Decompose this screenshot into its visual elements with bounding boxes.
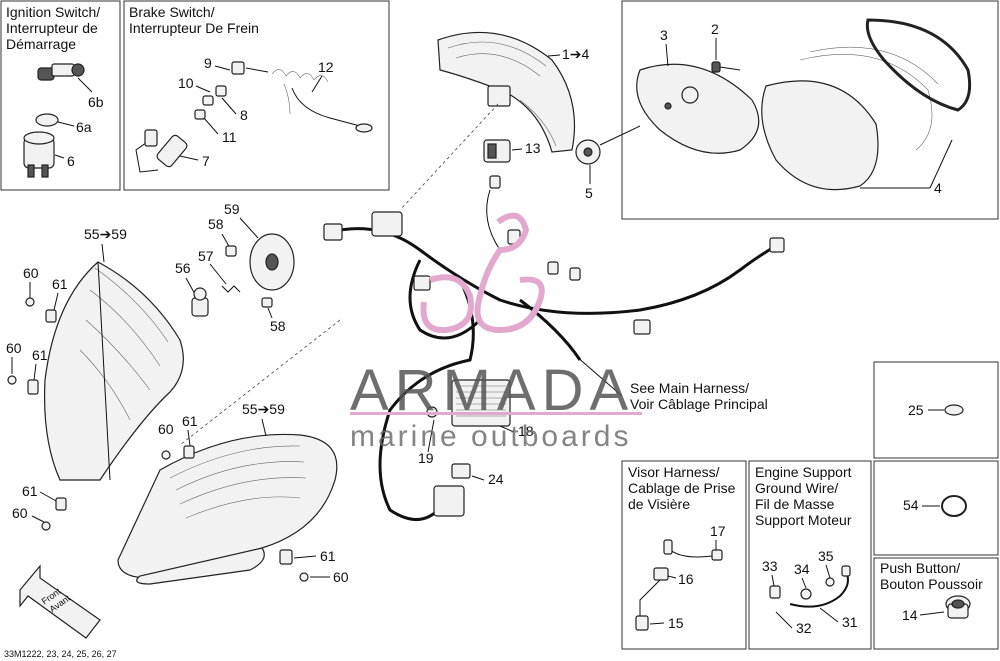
callout-6b: 6b xyxy=(88,94,104,110)
drawing-code: 33M1222, 23, 24, 25, 26, 27 xyxy=(4,649,117,659)
brake-cable-coil-icon xyxy=(245,67,373,133)
rocker-switch-icon xyxy=(483,139,511,163)
engine-support-label-4: Support Moteur xyxy=(755,512,852,528)
callout-55-to-59-a: 55➔59 xyxy=(84,226,127,242)
callout-7: 7 xyxy=(202,153,210,169)
brake-switch-title-2: Interrupteur De Frein xyxy=(129,20,259,36)
callout-56: 56 xyxy=(175,260,191,276)
gauge-plate-icon xyxy=(636,63,760,154)
ignition-key-icon xyxy=(37,63,85,81)
engine-support-label-3: Fil de Masse xyxy=(755,496,835,512)
gauge-housing-icon xyxy=(761,47,939,191)
callout-14: 14 xyxy=(902,607,918,623)
callout-33: 33 xyxy=(762,558,778,574)
push-button-label-1: Push Button/ xyxy=(880,560,960,576)
callout-61-e: 61 xyxy=(320,548,336,564)
reflector-59-icon xyxy=(249,233,295,291)
headlamp-housing-left-icon xyxy=(44,261,184,481)
gauge-screw-icon xyxy=(711,61,741,73)
brake-switch-box xyxy=(123,0,390,191)
callout-24: 24 xyxy=(488,471,504,487)
callout-57: 57 xyxy=(198,248,214,264)
callout-60-e: 60 xyxy=(333,569,349,585)
callout-61-d: 61 xyxy=(22,483,38,499)
gauge-detail-box xyxy=(621,0,999,220)
callout-61-c: 61 xyxy=(182,413,198,429)
callout-6: 6 xyxy=(67,153,75,169)
callout-12: 12 xyxy=(318,59,334,75)
callout-58-b: 58 xyxy=(270,318,286,334)
callout-18: 18 xyxy=(518,423,534,439)
callout-55-to-59-b: 55➔59 xyxy=(242,401,285,417)
connector-block-icon xyxy=(433,485,465,517)
callout-59: 59 xyxy=(224,201,240,217)
push-button-box xyxy=(873,557,999,650)
instrument-cluster-icon xyxy=(437,31,576,153)
callout-11: 11 xyxy=(222,129,237,145)
watermark-tagline: marine outboards xyxy=(350,420,631,453)
ignition-switch-box xyxy=(0,0,121,191)
callout-6a: 6a xyxy=(76,119,92,135)
callout-3: 3 xyxy=(660,27,668,43)
brake-switch-title-1: Brake Switch/ xyxy=(129,4,215,20)
callout-60-a: 60 xyxy=(23,265,39,281)
callout-13: 13 xyxy=(525,140,541,156)
callout-15: 15 xyxy=(668,615,684,631)
callout-34: 34 xyxy=(794,561,810,577)
callout-61-a: 61 xyxy=(52,276,68,292)
callout-1-to-4: 1➔4 xyxy=(562,46,590,62)
visor-harness-icon xyxy=(635,539,723,631)
connector-24-icon xyxy=(451,463,471,479)
visor-harness-label-3: de Visière xyxy=(628,496,690,512)
callout-54: 54 xyxy=(903,497,919,513)
bulb-icon xyxy=(191,287,209,317)
watermark-logo xyxy=(420,212,545,334)
callout-2: 2 xyxy=(711,21,719,37)
ignition-ring-icon xyxy=(35,113,59,127)
callout-5: 5 xyxy=(585,185,593,201)
main-harness-label-1: See Main Harness/ xyxy=(630,380,749,396)
main-harness-label-2: Voir Câblage Principal xyxy=(630,396,768,412)
visor-harness-label-2: Cablage de Prise xyxy=(628,480,736,496)
main-harness-icon xyxy=(323,175,785,521)
visor-harness-box xyxy=(621,460,747,650)
part-25-icon xyxy=(944,404,964,416)
callout-61-b: 61 xyxy=(32,347,48,363)
callout-4: 4 xyxy=(934,180,942,196)
callout-31: 31 xyxy=(842,614,858,630)
callout-16: 16 xyxy=(678,571,694,587)
callout-58-a: 58 xyxy=(208,216,224,232)
callout-60-c: 60 xyxy=(158,421,174,437)
engine-support-label-2: Ground Wire/ xyxy=(755,480,838,496)
push-button-icon xyxy=(945,595,971,619)
ground-wire-icon xyxy=(769,565,851,608)
callout-60-d: 60 xyxy=(12,505,28,521)
engine-support-label-1: Engine Support xyxy=(755,464,852,480)
callout-8: 8 xyxy=(240,107,248,123)
ignition-switch-title-1: Ignition Switch/ xyxy=(6,4,100,20)
callout-25: 25 xyxy=(908,402,924,418)
callout-17: 17 xyxy=(710,523,726,539)
brake-switch-parts-icon xyxy=(135,61,245,173)
callout-9: 9 xyxy=(204,55,212,71)
gauge-gasket-icon xyxy=(865,18,972,112)
callout-60-b: 60 xyxy=(6,340,22,356)
ignition-switch-title-3: Démarrage xyxy=(6,36,76,52)
gauge-cap-icon xyxy=(575,139,601,165)
front-direction-arrow: Front Avant xyxy=(19,564,101,639)
push-button-label-2: Bouton Poussoir xyxy=(880,576,983,592)
watermark-bar xyxy=(350,412,642,415)
ignition-switch-title-2: Interrupteur de xyxy=(6,20,98,36)
box-54 xyxy=(873,460,999,556)
engine-support-box xyxy=(748,460,872,650)
ignition-switch-body-icon xyxy=(23,131,55,178)
callout-10: 10 xyxy=(178,75,194,91)
headlamp-housing-right-icon xyxy=(117,433,338,585)
box-25 xyxy=(873,361,999,459)
callout-19: 19 xyxy=(418,450,434,466)
callout-32: 32 xyxy=(796,620,812,636)
callout-35: 35 xyxy=(818,548,834,564)
part-54-icon xyxy=(941,495,967,517)
visor-harness-label-1: Visor Harness/ xyxy=(628,464,720,480)
